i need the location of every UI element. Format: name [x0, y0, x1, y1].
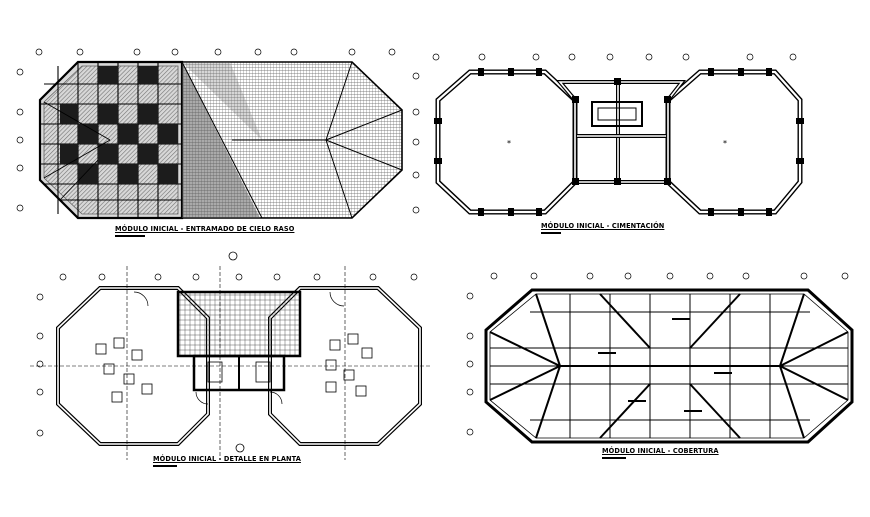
grid-markers-top-2	[432, 53, 797, 61]
grid-markers-top-4	[490, 272, 849, 280]
roof-covering-panel	[466, 272, 854, 444]
plan-center-tiled	[176, 290, 302, 358]
center-mark: *	[507, 139, 511, 148]
roof-labels	[598, 318, 732, 412]
center-mark: *	[723, 139, 727, 148]
furniture-left	[95, 337, 153, 403]
ceiling-braces	[43, 101, 111, 201]
panel-title-foundation: MÓDULO INICIAL - CIMENTACIÓN	[541, 222, 665, 230]
section-lines	[30, 266, 432, 460]
foundation-panel: * *	[412, 53, 804, 216]
section-marker	[235, 443, 245, 453]
title-underline	[115, 235, 145, 237]
roof-outline	[484, 288, 854, 444]
roof-hips	[489, 293, 849, 439]
door-swings	[133, 291, 345, 405]
panel-title-ceiling: MÓDULO INICIAL - ENTRAMADO DE CIELO RASO	[115, 225, 295, 233]
grid-markers-left-2	[412, 72, 420, 214]
panel-title-roof: MÓDULO INICIAL - COBERTURA	[602, 447, 719, 455]
ceiling-framing-panel	[16, 48, 403, 220]
foundation-right-octagon	[665, 69, 803, 215]
floor-plan-panel	[30, 251, 432, 460]
furniture-right	[325, 333, 373, 397]
grid-markers-top-1	[35, 48, 396, 56]
grid-markers-left-4	[466, 292, 474, 436]
footing-pads	[434, 68, 804, 216]
title-underline	[602, 457, 626, 459]
title-underline	[153, 465, 177, 467]
grid-markers-left-3	[36, 293, 44, 437]
section-marker	[228, 251, 238, 261]
panel-title-plan: MÓDULO INICIAL - DETALLE EN PLANTA	[153, 455, 301, 463]
ceiling-panels	[60, 66, 178, 184]
grid-markers-left-1	[16, 68, 24, 212]
title-underline	[541, 232, 561, 234]
roof-hip-lines	[181, 61, 403, 219]
grid-markers-top-3	[59, 273, 418, 281]
